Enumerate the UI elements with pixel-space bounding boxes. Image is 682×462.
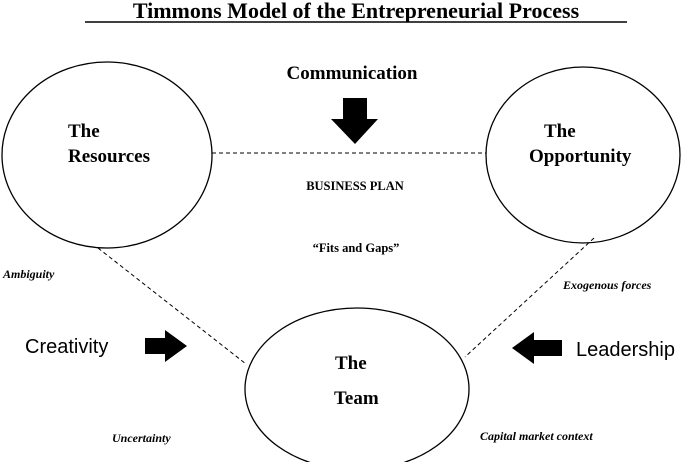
creativity-label: Creativity [25, 336, 108, 358]
resources-circle [1, 61, 213, 249]
team-circle [244, 307, 470, 462]
business-plan-label: BUSINESS PLAN [306, 179, 404, 193]
resources-label-line1: The [68, 121, 100, 142]
arrow-left-icon [512, 332, 562, 364]
communication-label: Communication [287, 63, 418, 84]
team-label-line1: The [335, 353, 367, 374]
diagram-title: Timmons Model of the Entrepreneurial Pro… [133, 0, 580, 23]
arrow-down-icon [331, 98, 378, 144]
resources-team-connector [97, 247, 247, 365]
ambiguity-label: Ambiguity [2, 267, 55, 281]
opportunity-label-line2: Opportunity [529, 146, 632, 167]
resources-label-line2: Resources [68, 146, 150, 167]
leadership-label: Leadership [576, 339, 675, 361]
exogenous-forces-label: Exogenous forces [562, 278, 652, 292]
team-label-line2: Team [334, 388, 379, 409]
capital-market-context-label: Capital market context [480, 429, 593, 443]
opportunity-circle [485, 66, 681, 244]
opportunity-label-line1: The [544, 121, 576, 142]
fits-and-gaps-label: “Fits and Gaps” [313, 241, 400, 255]
arrow-right-icon [145, 330, 187, 362]
opportunity-team-connector [464, 237, 595, 358]
uncertainty-label: Uncertainty [112, 431, 171, 445]
